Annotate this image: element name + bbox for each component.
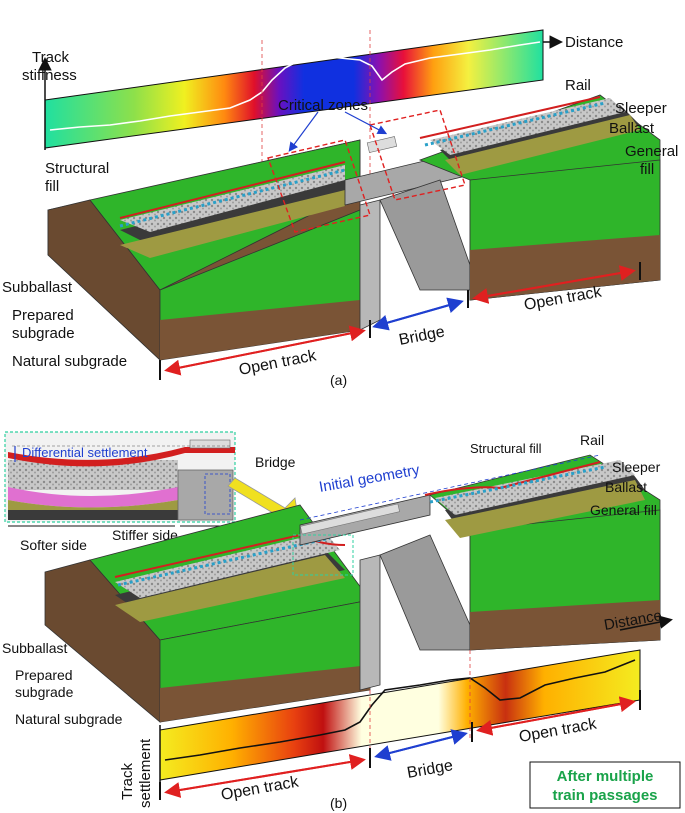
prepared-1-a: Prepared [12,307,74,324]
subballast-label-a: Subballast [2,279,73,296]
critical-zone-left [267,139,371,233]
subballast-label-b: Subballast [2,640,67,656]
ballast-label-a: Ballast [609,120,655,137]
stiffness-label-1: Track [32,49,69,66]
rail-label-a: Rail [565,77,591,94]
structural-fill-1-a: Structural [45,160,109,177]
general-fill-2-a: fill [640,161,654,178]
bridge-label-a: Bridge [398,323,447,349]
settlement-axis-2: settlement [137,738,154,808]
general-fill-1-a: General [625,143,678,160]
sleeper-label-b: Sleeper [612,459,661,475]
rail-label-b: Rail [580,432,604,448]
prepared-2-a: subgrade [12,325,75,342]
critical-zone-right [369,109,466,201]
ballast-label-b: Ballast [605,479,647,495]
natural-subgrade-a: Natural subgrade [12,353,127,370]
structural-fill-b: Structural fill [470,441,542,456]
caption-a: (a) [330,372,347,388]
stiffness-curve [49,41,541,131]
stiffness-label-2: stiffness [22,67,77,84]
initial-geometry-label: Initial geometry [318,461,422,495]
bridge-label-b: Bridge [406,757,455,782]
left-embankment-a [47,139,361,361]
critical-zones-label: Critical zones [278,97,368,114]
softer-side-label: Softer side [20,537,87,553]
settlement-axis-1: Track [119,763,136,800]
settlement-curve [164,659,636,761]
caption-b: (b) [330,795,347,811]
general-fill-b: General fill [590,502,657,518]
panel-a: Track stiffness Distance [2,29,678,388]
differential-settlement-label: Differential settlement [22,445,148,460]
distance-axis-b [619,615,673,631]
right-embankment-a [418,94,661,301]
prepared-1-b: Prepared [15,667,73,683]
after-passages-box [529,761,681,809]
initial-geometry-line [299,454,601,521]
natural-subgrade-b: Natural subgrade [15,711,123,727]
open-track-left-b: Open track [220,773,301,804]
settlement-inset [4,431,236,523]
after-passages-2: train passages [552,787,657,804]
sleeper-label-a: Sleeper [615,100,667,117]
bridge-inset-label: Bridge [255,454,296,470]
distance-label-a: Distance [565,34,623,51]
structural-fill-2-a: fill [45,178,59,195]
panel-b: Differential settlement Bridge Softer si… [2,431,681,811]
bridge-b [292,494,471,691]
stiffer-side-label: Stiffer side [112,527,178,543]
open-track-left-a: Open track [238,347,319,379]
after-passages-1: After multiple [557,768,654,785]
prepared-2-b: subgrade [15,684,74,700]
right-embankment-b [424,454,661,651]
